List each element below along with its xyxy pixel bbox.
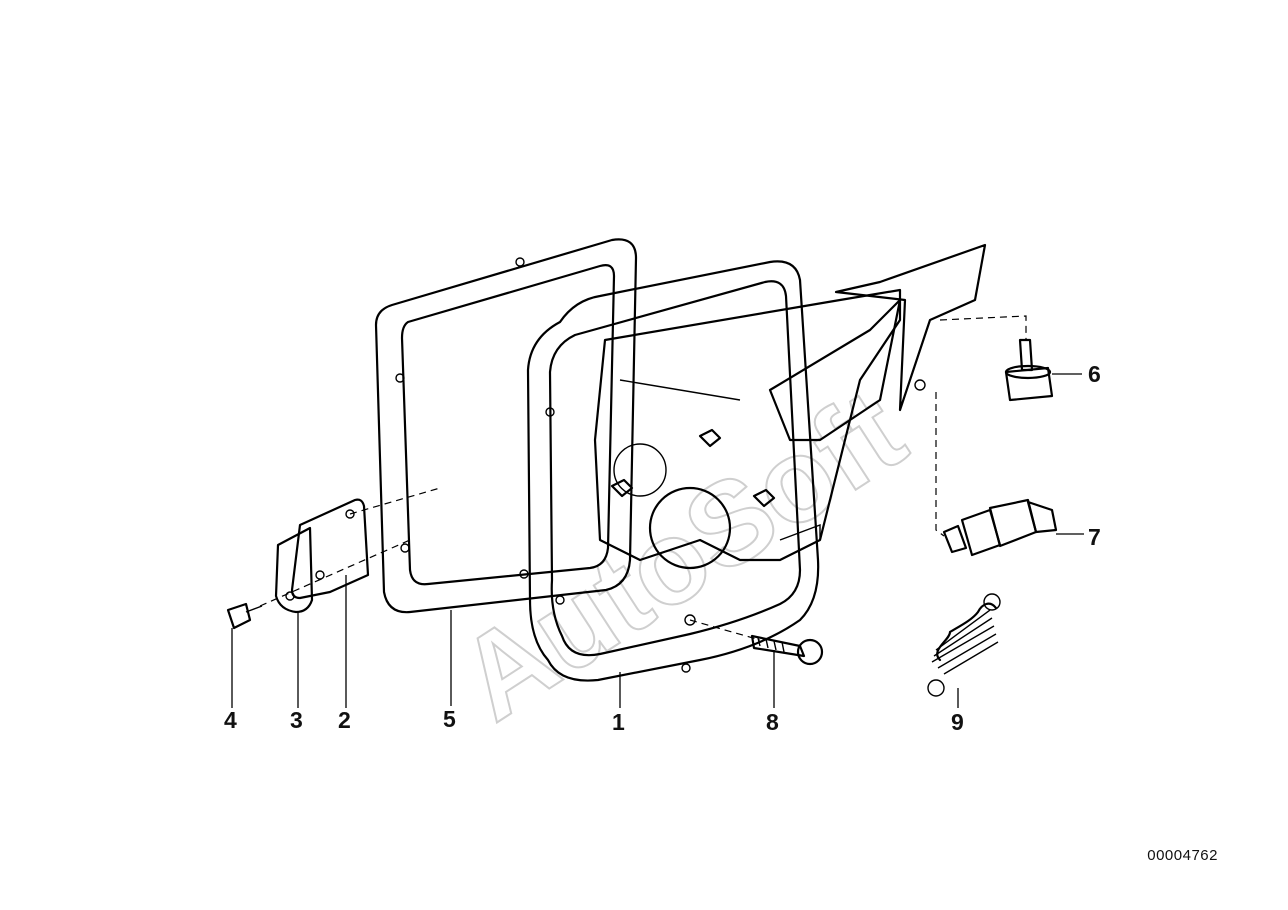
callout-1: 1	[612, 709, 625, 735]
part-2-plate	[290, 498, 370, 600]
part-1-housing	[526, 243, 987, 682]
part-6-bolt	[1004, 338, 1054, 402]
callout-9: 9	[951, 709, 964, 735]
part-8-screw	[750, 634, 824, 666]
callout-3: 3	[290, 707, 303, 733]
part-4-screw	[226, 602, 263, 630]
callout-6: 6	[1088, 361, 1101, 387]
part-3-cover	[274, 526, 314, 614]
leader-lines	[231, 373, 1084, 708]
callout-5: 5	[443, 706, 456, 732]
callout-8: 8	[766, 709, 779, 735]
callout-2: 2	[338, 707, 351, 733]
part-9-spring	[927, 593, 1001, 697]
document-number: 00004762	[1147, 847, 1218, 864]
callout-4: 4	[224, 707, 237, 733]
watermark: AutoSoft	[437, 364, 927, 746]
part-7-switch	[942, 498, 1058, 557]
callout-7: 7	[1088, 524, 1101, 550]
assembly-lines	[259, 315, 1027, 641]
part-5-gasket	[374, 238, 638, 614]
